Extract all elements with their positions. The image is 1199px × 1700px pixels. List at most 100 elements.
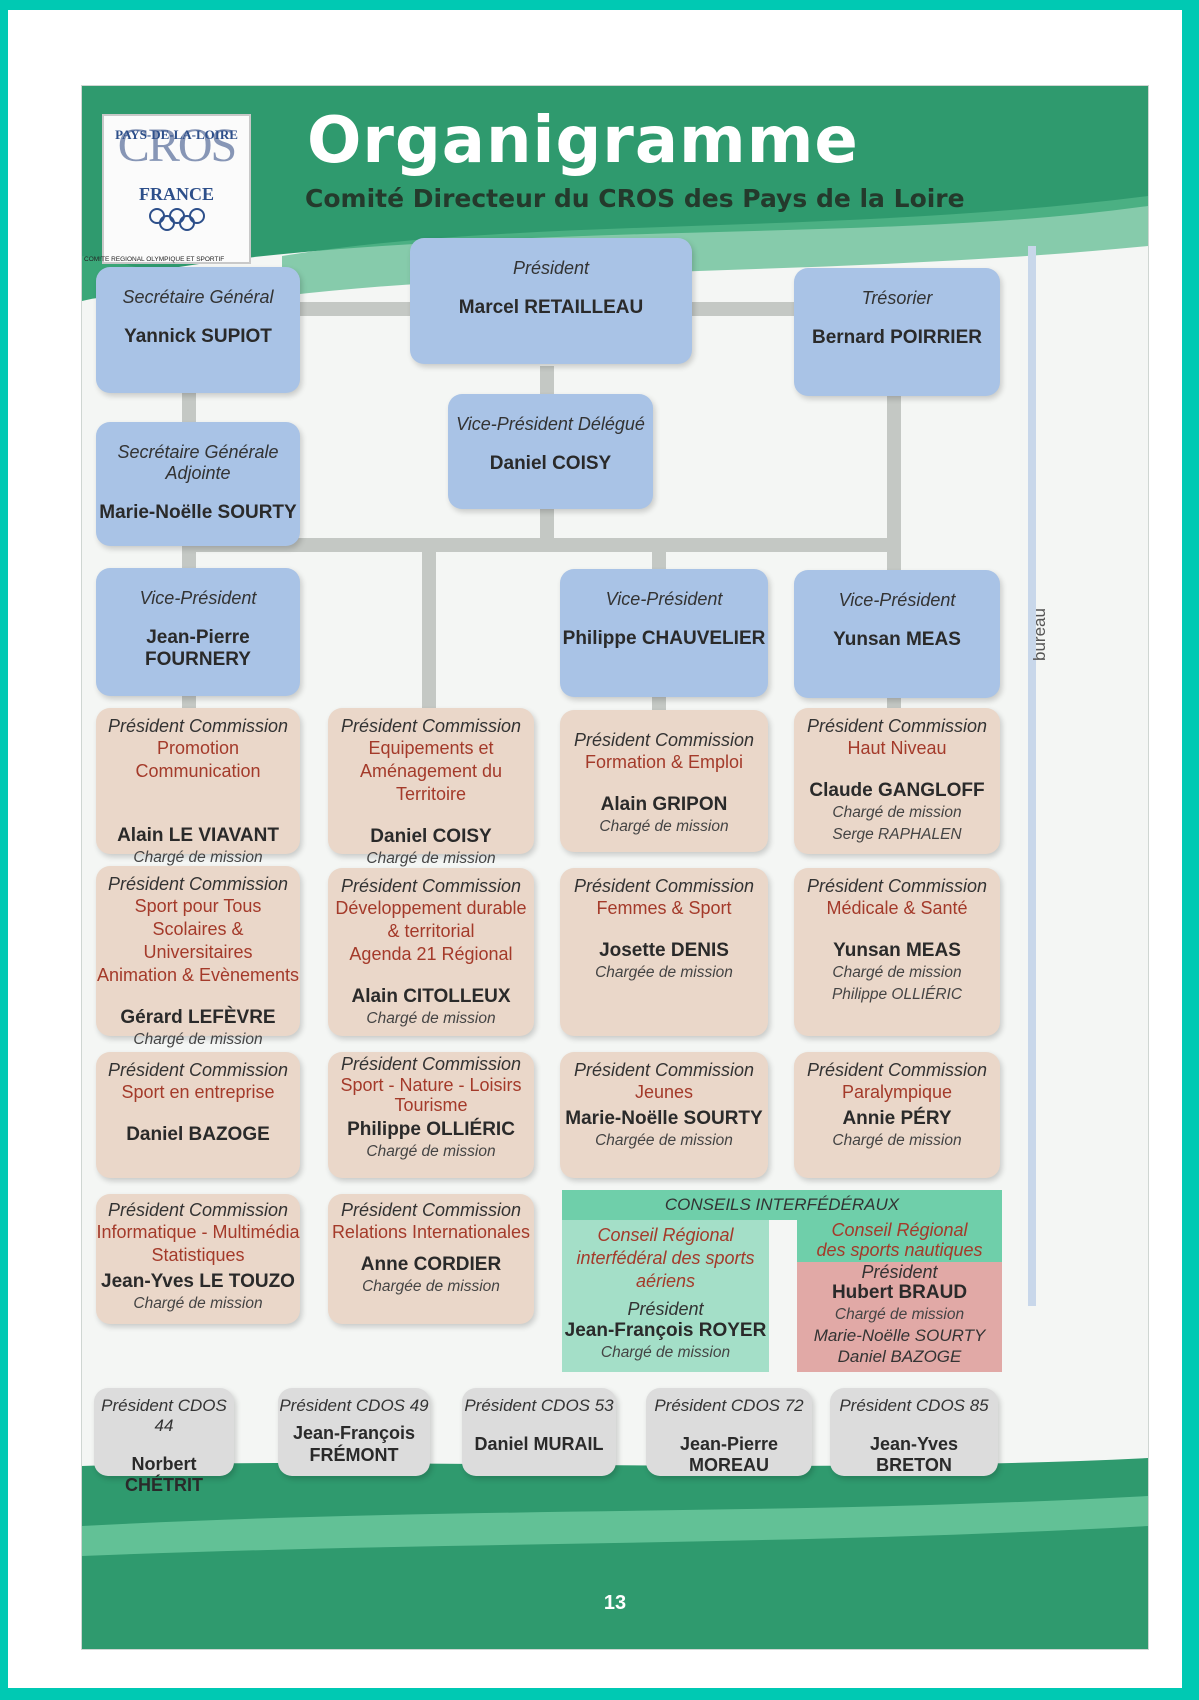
role-label: Président Commission [806, 716, 988, 736]
person-name: Philippe OLLIÉRIC [347, 1119, 515, 1140]
logo-region: PAYS-DE-LA-LOIRE [115, 127, 238, 142]
role-label: Vice-Président [605, 589, 723, 609]
role-label: Secrétaire Général [122, 287, 274, 307]
conseil-title: interfédéral des sports aériens [576, 1248, 755, 1291]
charge-mission-label: Chargée de mission [595, 964, 733, 981]
role-label: Trésorier [861, 288, 933, 308]
charge-mission-name: Philippe OLLIÉRIC [831, 986, 963, 1003]
commission-name: Animation & Evènements [96, 965, 300, 985]
role-label: Président CDOS 53 [464, 1396, 614, 1415]
person-name: Jean-François [292, 1423, 416, 1443]
vice-president-box: Vice-Président Yunsan MEAS [794, 570, 1000, 698]
person-name: Alain CITOLLEUX [351, 986, 511, 1007]
commission-name: Informatique - Multimédia [96, 1222, 300, 1242]
role-label: Vice-Président Délégué [456, 414, 645, 434]
charge-mission-name: Daniel BAZOGE [837, 1347, 962, 1366]
charge-mission-label: Chargé de mission [834, 1306, 965, 1323]
role-label: Président Commission [107, 1200, 289, 1220]
connector [292, 302, 432, 316]
person-name: Jean-Pierre MOREAU [679, 1434, 779, 1475]
person-name: Marie-Noëlle SOURTY [565, 1108, 763, 1129]
person-name: Claude GANGLOFF [809, 780, 985, 801]
conseil-title: Conseil Régional [831, 1220, 968, 1240]
charge-mission-label: Chargée de mission [362, 1278, 500, 1295]
person-name: Bernard POIRRIER [812, 327, 982, 348]
person-name: Yannick SUPIOT [124, 326, 272, 347]
logo-country: FRANCE [139, 184, 214, 204]
commission-name: & territorial [387, 921, 475, 941]
role-label: Secrétaire Générale Adjointe [117, 442, 279, 483]
person-name: Alain GRIPON [600, 794, 728, 815]
person-name: Alain LE VIAVANT [117, 825, 279, 846]
commission-name: Scolaires & Universitaires [143, 919, 253, 962]
commission-box: Président Commission Informatique - Mult… [96, 1194, 300, 1324]
role-label: Président CDOS 72 [654, 1396, 804, 1415]
charge-mission-label: Chargé de mission [133, 1031, 263, 1048]
cdos-box: Président CDOS 85 Jean-Yves BRETON [830, 1388, 998, 1476]
connector [422, 552, 436, 712]
connector [182, 552, 196, 572]
charge-mission-label: Chargée de mission [595, 1132, 733, 1149]
page-subtitle: Comité Directeur du CROS des Pays de la … [305, 184, 965, 213]
secretaire-adjointe-box: Secrétaire Générale Adjointe Marie-Noëll… [96, 422, 300, 546]
commission-box: Président Commission Développement durab… [328, 868, 534, 1036]
commission-box: Président Commission Relations Internati… [328, 1194, 534, 1324]
commission-name: Sport - Nature - Loisirs [340, 1075, 522, 1095]
charge-mission-label: Chargé de mission [832, 804, 962, 821]
role-label: Président Commission [107, 874, 289, 894]
connector [182, 392, 196, 427]
commission-name: Tourisme [394, 1095, 468, 1115]
role-label: Président Commission [340, 1200, 522, 1220]
page-frame: CROS PAYS-DE-LA-LOIRE FRANCE COMITE REGI… [8, 10, 1182, 1688]
commission-name: Statistiques [151, 1245, 245, 1265]
role-label: Président [861, 1262, 938, 1282]
person-name: Jean-Yves BRETON [869, 1434, 959, 1475]
cros-logo: CROS PAYS-DE-LA-LOIRE FRANCE [102, 114, 251, 264]
logo-caption: COMITE REGIONAL OLYMPIQUE ET SPORTIF [84, 256, 225, 263]
conseil-sports-aeriens: Conseil Régional interfédéral des sports… [562, 1220, 769, 1372]
charge-mission-label: Chargé de mission [832, 964, 962, 981]
olympic-rings-icon [148, 208, 205, 231]
bureau-label: bureau [1030, 608, 1049, 661]
commission-name: Sport en entreprise [121, 1082, 275, 1102]
person-name: Yunsan MEAS [833, 940, 961, 961]
commission-name: Jeunes [634, 1082, 694, 1102]
role-label: Président Commission [340, 1054, 522, 1074]
role-label: Président Commission [107, 716, 289, 736]
commission-name: Agenda 21 Régional [349, 944, 513, 964]
commission-name: Paralympique [841, 1082, 953, 1102]
person-name: Jean-Pierre FOURNERY [145, 627, 251, 670]
president-box: Président Marcel RETAILLEAU [410, 238, 692, 364]
role-label: Président Commission [806, 876, 988, 896]
commission-box: Président Commission Jeunes Marie-Noëlle… [560, 1052, 768, 1178]
connector [887, 396, 901, 546]
commission-name: Relations Internationales [331, 1222, 531, 1242]
brochure-page: CROS PAYS-DE-LA-LOIRE FRANCE COMITE REGI… [81, 85, 1149, 1650]
commission-name: Sport pour Tous [134, 896, 262, 916]
vice-president-box: Vice-Président Philippe CHAUVELIER [560, 569, 768, 697]
role-label: Vice-Président [139, 588, 257, 608]
commission-box: Président Commission Sport en entreprise… [96, 1052, 300, 1178]
bureau-bracket [1028, 246, 1036, 1306]
charge-mission-label: Chargé de mission [133, 1295, 263, 1312]
person-name: Marie-Noëlle SOURTY [99, 502, 297, 523]
commission-box: Président Commission Sport - Nature - Lo… [328, 1052, 534, 1178]
role-label: Vice-Président [838, 590, 956, 610]
role-label: Président Commission [806, 1060, 988, 1080]
vice-president-box: Vice-Président Jean-Pierre FOURNERY [96, 568, 300, 696]
person-name: Josette DENIS [599, 940, 729, 961]
role-label: Président Commission [573, 1060, 755, 1080]
connector [182, 538, 901, 552]
role-label: Président [512, 258, 590, 278]
conseil-sports-nautiques-title: Conseil Régional des sports nautiques [797, 1220, 1002, 1262]
role-label: Président Commission [340, 876, 522, 896]
person-name: Hubert BRAUD [831, 1282, 968, 1303]
role-label: Président Commission [340, 716, 522, 736]
commission-name: Médicale & Santé [826, 898, 968, 918]
charge-mission-label: Chargé de mission [366, 1010, 496, 1027]
secretaire-general-box: Secrétaire Général Yannick SUPIOT [96, 267, 300, 393]
person-name: Annie PÉRY [842, 1108, 952, 1129]
commission-box: Président Commission Formation & Emploi … [560, 710, 768, 852]
role-label: Président Commission [573, 876, 755, 896]
person-name: Norbert CHÉTRIT [125, 1454, 203, 1495]
